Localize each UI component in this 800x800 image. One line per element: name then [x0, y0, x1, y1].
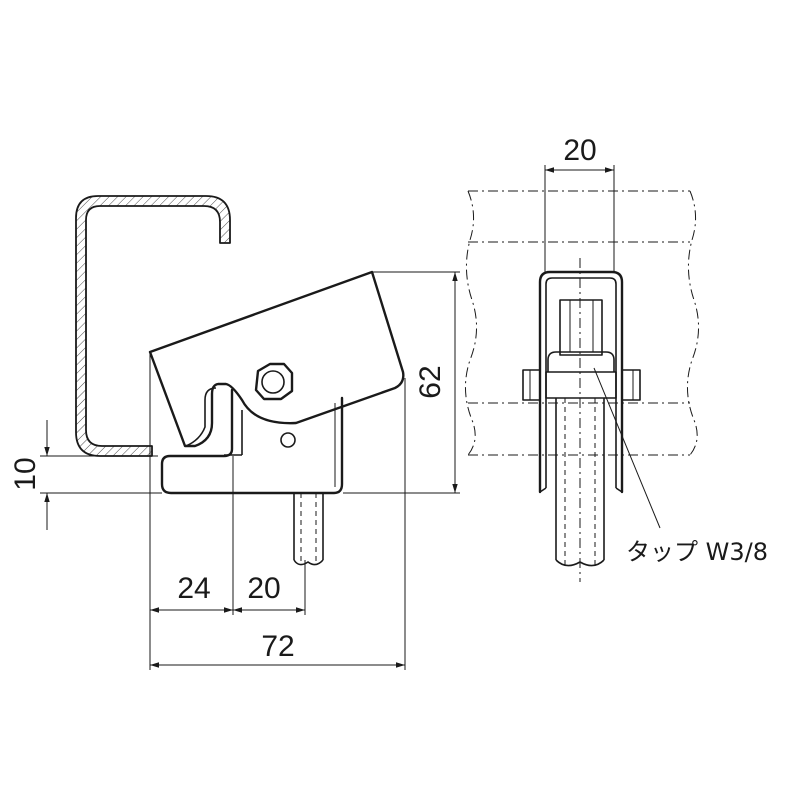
threaded-rod-front: [555, 258, 605, 582]
inner-block: [547, 299, 615, 372]
dimension-62: 62: [343, 271, 460, 494]
dim-72-label: 72: [261, 630, 294, 663]
dimension-20-top: 20: [545, 134, 614, 173]
channel-section: [75, 195, 231, 457]
dimension-24: 24: [150, 572, 233, 613]
hex-nut: [254, 362, 294, 401]
dimension-10: 10: [9, 420, 162, 530]
threaded-rod: [293, 493, 324, 566]
tap-label: タップ W3/8: [626, 538, 768, 566]
pin-hole: [280, 432, 296, 448]
dim-20-bottom-label: 20: [247, 572, 280, 605]
dimension-72: 72: [150, 630, 405, 668]
dim-62-label: 62: [414, 365, 447, 398]
dim-20-top-label: 20: [563, 134, 596, 167]
dim-10-label: 10: [9, 457, 42, 490]
side-view: 10 62 24 20 72: [9, 195, 460, 670]
dimension-20-bottom: 20: [233, 572, 305, 613]
channel-broken-view: [465, 190, 699, 456]
dim-24-label: 24: [177, 572, 210, 605]
tap-callout: タップ W3/8: [593, 367, 768, 566]
base-bracket: [160, 388, 344, 495]
clamp-body: [148, 270, 405, 448]
cross-bolt: [522, 369, 641, 401]
clamp-frame: [538, 270, 624, 494]
front-view: 20: [465, 134, 768, 582]
